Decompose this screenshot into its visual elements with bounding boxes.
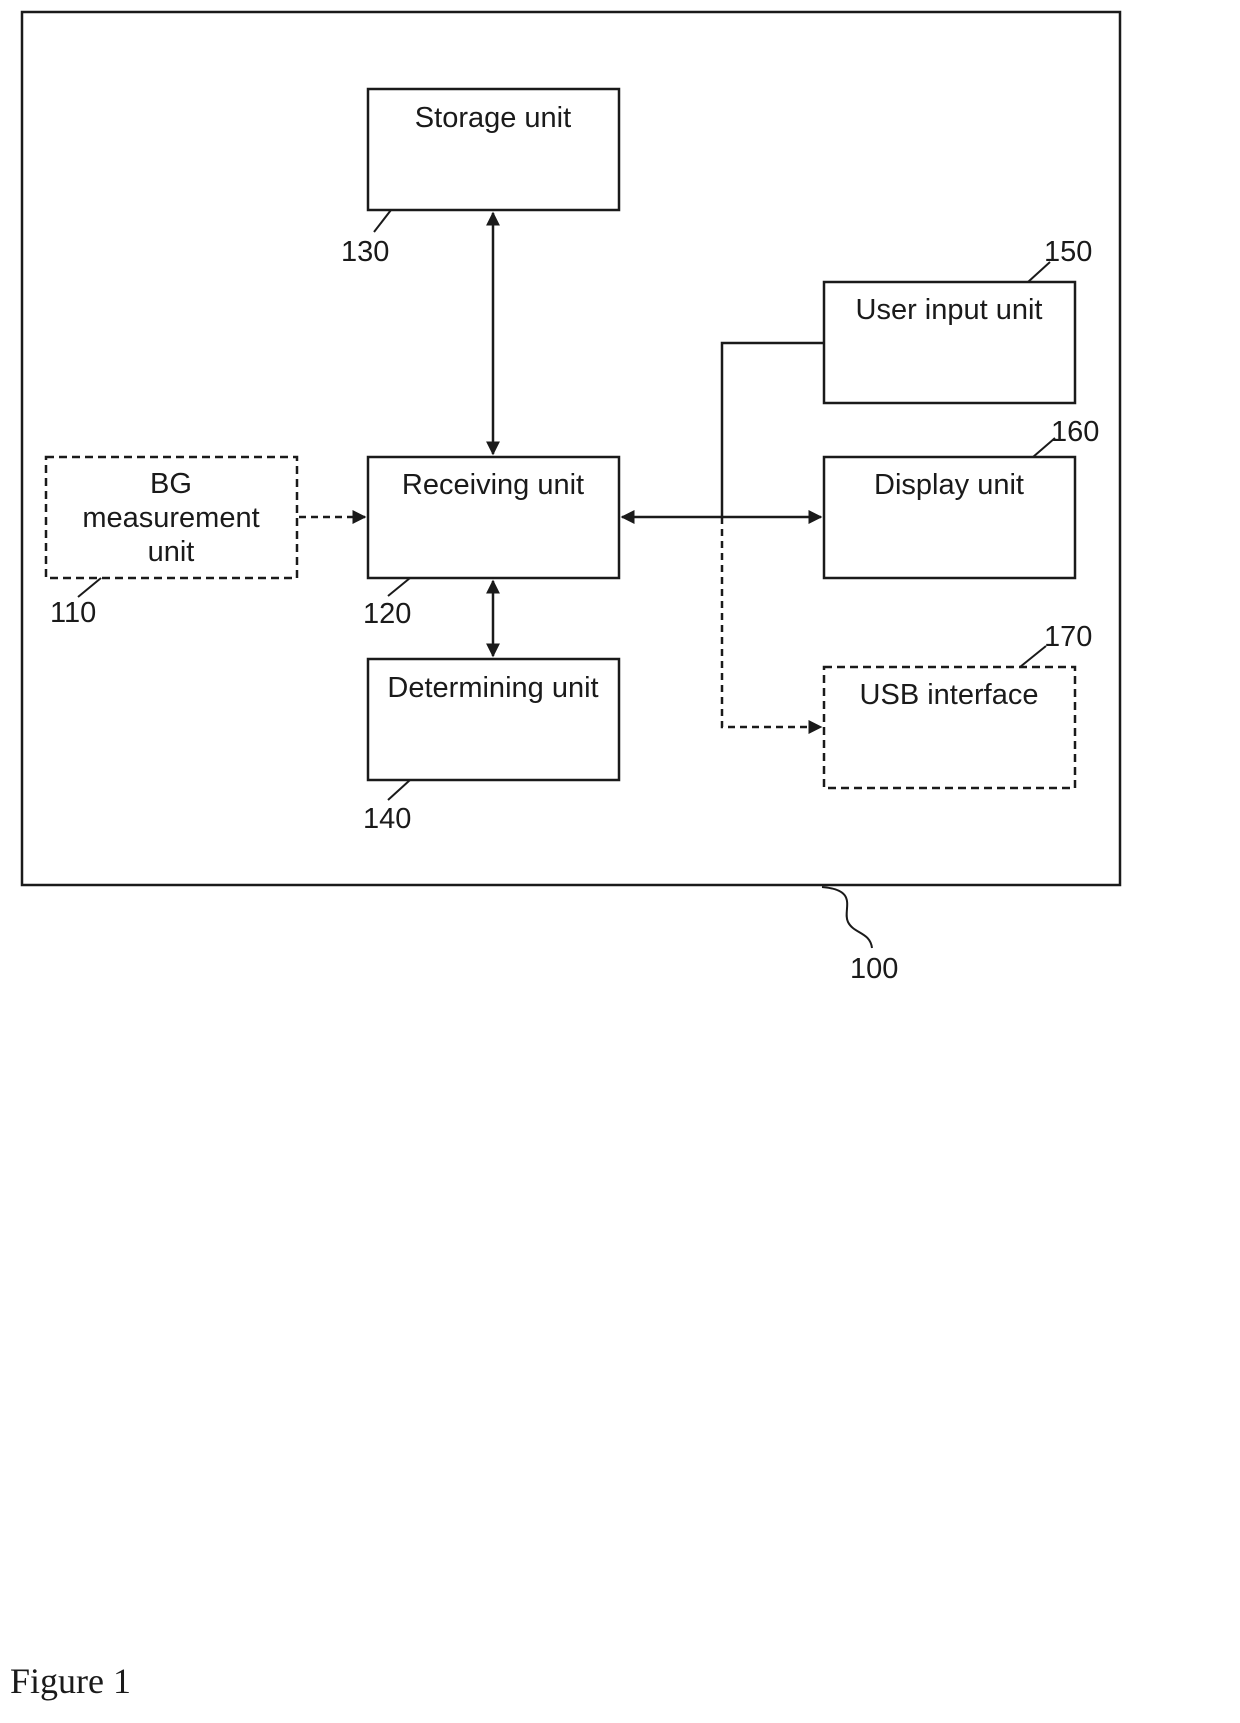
usb-ref-leader	[1020, 646, 1046, 667]
device-ref-leader	[822, 887, 872, 948]
storage-unit-block: Storage unit 130	[341, 89, 619, 268]
bg-label-line-2: measurement	[82, 502, 259, 534]
device-frame	[22, 12, 1120, 885]
user-input-unit-label: User input unit	[856, 294, 1043, 326]
user-input-bus-line	[722, 343, 824, 517]
bus-usb-dashed-arrow	[722, 517, 821, 727]
user-input-ref-number: 150	[1044, 236, 1092, 268]
determining-ref-leader	[388, 780, 410, 800]
figure-caption: Figure 1	[10, 1660, 131, 1702]
display-unit-block: Display unit 160	[824, 416, 1099, 578]
receiving-ref-number: 120	[363, 598, 411, 630]
determining-unit-block: Determining unit 140	[363, 659, 619, 835]
bg-label-line-1: BG	[150, 468, 192, 500]
user-input-unit-block: User input unit 150	[824, 236, 1092, 403]
device-ref-number: 100	[850, 953, 898, 985]
display-unit-label: Display unit	[874, 469, 1024, 501]
bg-ref-number: 110	[50, 597, 96, 629]
determining-unit-label: Determining unit	[387, 672, 598, 704]
receiving-unit-block: Receiving unit 120	[363, 457, 619, 630]
storage-ref-number: 130	[341, 236, 389, 268]
display-ref-number: 160	[1051, 416, 1099, 448]
usb-ref-number: 170	[1044, 621, 1092, 653]
bg-measurement-unit-block: BG measurement unit 110	[46, 457, 297, 629]
determining-ref-number: 140	[363, 803, 411, 835]
bg-ref-leader	[78, 578, 101, 597]
storage-unit-label: Storage unit	[415, 102, 571, 134]
usb-interface-label: USB interface	[860, 679, 1039, 711]
storage-ref-leader	[374, 210, 391, 232]
receiving-unit-label: Receiving unit	[402, 469, 584, 501]
bg-label-line-3: unit	[148, 536, 195, 568]
usb-interface-block: USB interface 170	[824, 621, 1092, 788]
receiving-ref-leader	[388, 578, 410, 596]
